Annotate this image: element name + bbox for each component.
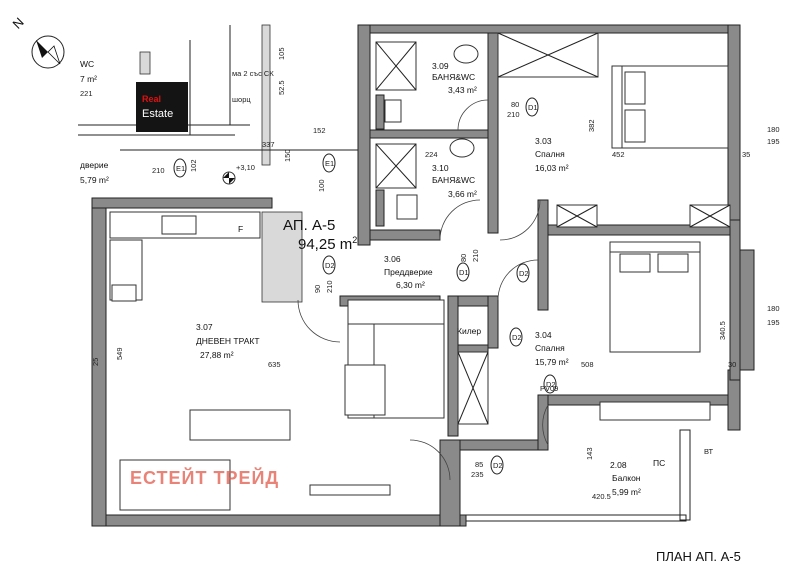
dim-label: 90 (313, 285, 322, 293)
logo-text-estate: Estate (142, 108, 174, 120)
room-name-bedroom-1: Спалня (535, 149, 565, 159)
room-number-bedroom-1: 3.03 (535, 136, 552, 146)
dim-label: 80 (459, 254, 468, 262)
room-number-living: 3.07 (196, 322, 213, 332)
room-name-balcony: Балкон (612, 473, 641, 483)
room-name-left-hall: дверие (80, 160, 109, 170)
ps-label: ПС (653, 458, 665, 468)
dim-label: 35 (742, 150, 750, 159)
dim-label: 635 (268, 360, 281, 369)
n221-label: 221 (80, 89, 93, 98)
note1-label: ма 2 със СК (232, 69, 274, 78)
doors (297, 99, 549, 481)
dim-label: 508 (581, 360, 594, 369)
room-number-bath-1: 3.09 (432, 61, 449, 71)
north-arrow-icon: N (10, 15, 65, 69)
room-area-bath-1: 3,43 m² (448, 85, 477, 95)
level-label: +3,10 (236, 163, 255, 172)
room-area-living: 27,88 m² (200, 350, 234, 360)
door-code: D2 (512, 333, 522, 342)
wc-partial-label: WC (80, 59, 94, 69)
interior-walls (261, 32, 741, 437)
dim-label: 180 (767, 304, 780, 313)
door-code: D2 (546, 380, 556, 389)
bedroom-furniture (599, 65, 729, 421)
room-name-living: ДНЕВЕН ТРАКТ (196, 336, 260, 346)
dim-label: 25 (91, 358, 100, 366)
dim-label: 143 (585, 447, 594, 460)
dim-label: 150 (283, 149, 292, 162)
door-codes: E1 E1 D1 D1 D2 D2 D2 D2 D2 (173, 97, 557, 475)
dim-label: 80 (511, 100, 519, 109)
door-code: E1 (325, 159, 334, 168)
room-name-bath-1: БАНЯ&WC (432, 72, 475, 82)
dim-label: 340.5 (718, 321, 727, 340)
room-labels: 3.09 БАНЯ&WC 3,43 m² 3.03 Спалня 16,03 m… (80, 61, 641, 497)
misc-labels: +3,10 ПС ВТ PV09 F (222, 163, 714, 468)
door-code: E1 (176, 164, 185, 173)
dim-label: 235 (471, 470, 484, 479)
door-code: D2 (493, 461, 503, 470)
north-label: N (10, 15, 27, 32)
pv-tag: PV09 (540, 384, 558, 393)
room-name-bath-2: БАНЯ&WC (432, 175, 475, 185)
room-area-bedroom-1: 16,03 m² (535, 163, 569, 173)
dim-label: 210 (507, 110, 520, 119)
m2-partial-label: 7 m² (80, 74, 97, 84)
dim-label: 224 (425, 150, 438, 159)
real-estate-logo (136, 82, 188, 132)
room-area-left-hall: 5,79 m² (80, 175, 109, 185)
dim-label: 30 (728, 360, 736, 369)
dim-label: 100 (317, 179, 326, 192)
apartment-area: 94,25 m2 (298, 235, 357, 253)
dim-label: 85 (475, 460, 483, 469)
f-label: F (238, 224, 243, 234)
door-code: D2 (519, 269, 529, 278)
dim-label: 382 (587, 119, 596, 132)
door-code: D1 (528, 103, 538, 112)
dim-label: 195 (767, 137, 780, 146)
dim-label: 337 (262, 140, 275, 149)
dim-label: 105 (277, 47, 286, 60)
room-name-storage: Килер (457, 326, 481, 336)
dim-label: 452 (612, 150, 625, 159)
room-number-balcony: 2.08 (610, 460, 627, 470)
apartment-area-unit: 2 (352, 235, 358, 245)
logo-text-real: Real (142, 94, 162, 104)
apartment-title: АП. А-5 (283, 217, 336, 234)
apartment-area-value: 94,25 m (298, 236, 353, 253)
plan-caption: ПЛАН АП. А-5 (656, 549, 741, 564)
room-number-hall: 3.06 (384, 254, 401, 264)
room-name-hall: Преддверие (384, 267, 433, 277)
watermark-text: ЕСТЕЙТ ТРЕЙД (130, 468, 280, 488)
vt-label: ВТ (704, 447, 714, 456)
dim-label: 210 (152, 166, 165, 175)
room-area-balcony: 5,99 m² (612, 487, 641, 497)
room-area-hall: 6,30 m² (396, 280, 425, 290)
dim-label: 102 (189, 159, 198, 172)
room-area-bath-2: 3,66 m² (448, 189, 477, 199)
room-number-bath-2: 3.10 (432, 163, 449, 173)
room-number-bedroom-2: 3.04 (535, 330, 552, 340)
door-code: D2 (325, 261, 335, 270)
room-name-bedroom-2: Спалня (535, 343, 565, 353)
dimensions: 337 152 224 452 382 150 100 210 102 549 … (91, 47, 780, 501)
living-furniture (109, 211, 445, 511)
dim-label: 210 (471, 249, 480, 262)
note2-label: шорц (232, 95, 251, 104)
dim-label: 152 (313, 126, 326, 135)
bathroom-fixtures (375, 41, 479, 227)
room-area-bedroom-2: 15,79 m² (535, 357, 569, 367)
dim-label: 549 (115, 347, 124, 360)
dim-label: 180 (767, 125, 780, 134)
dim-label: 420.5 (592, 492, 611, 501)
dim-label: 210 (325, 280, 334, 293)
door-code: D1 (459, 268, 469, 277)
dim-label: 52.5 (277, 80, 286, 95)
dim-label: 195 (767, 318, 780, 327)
